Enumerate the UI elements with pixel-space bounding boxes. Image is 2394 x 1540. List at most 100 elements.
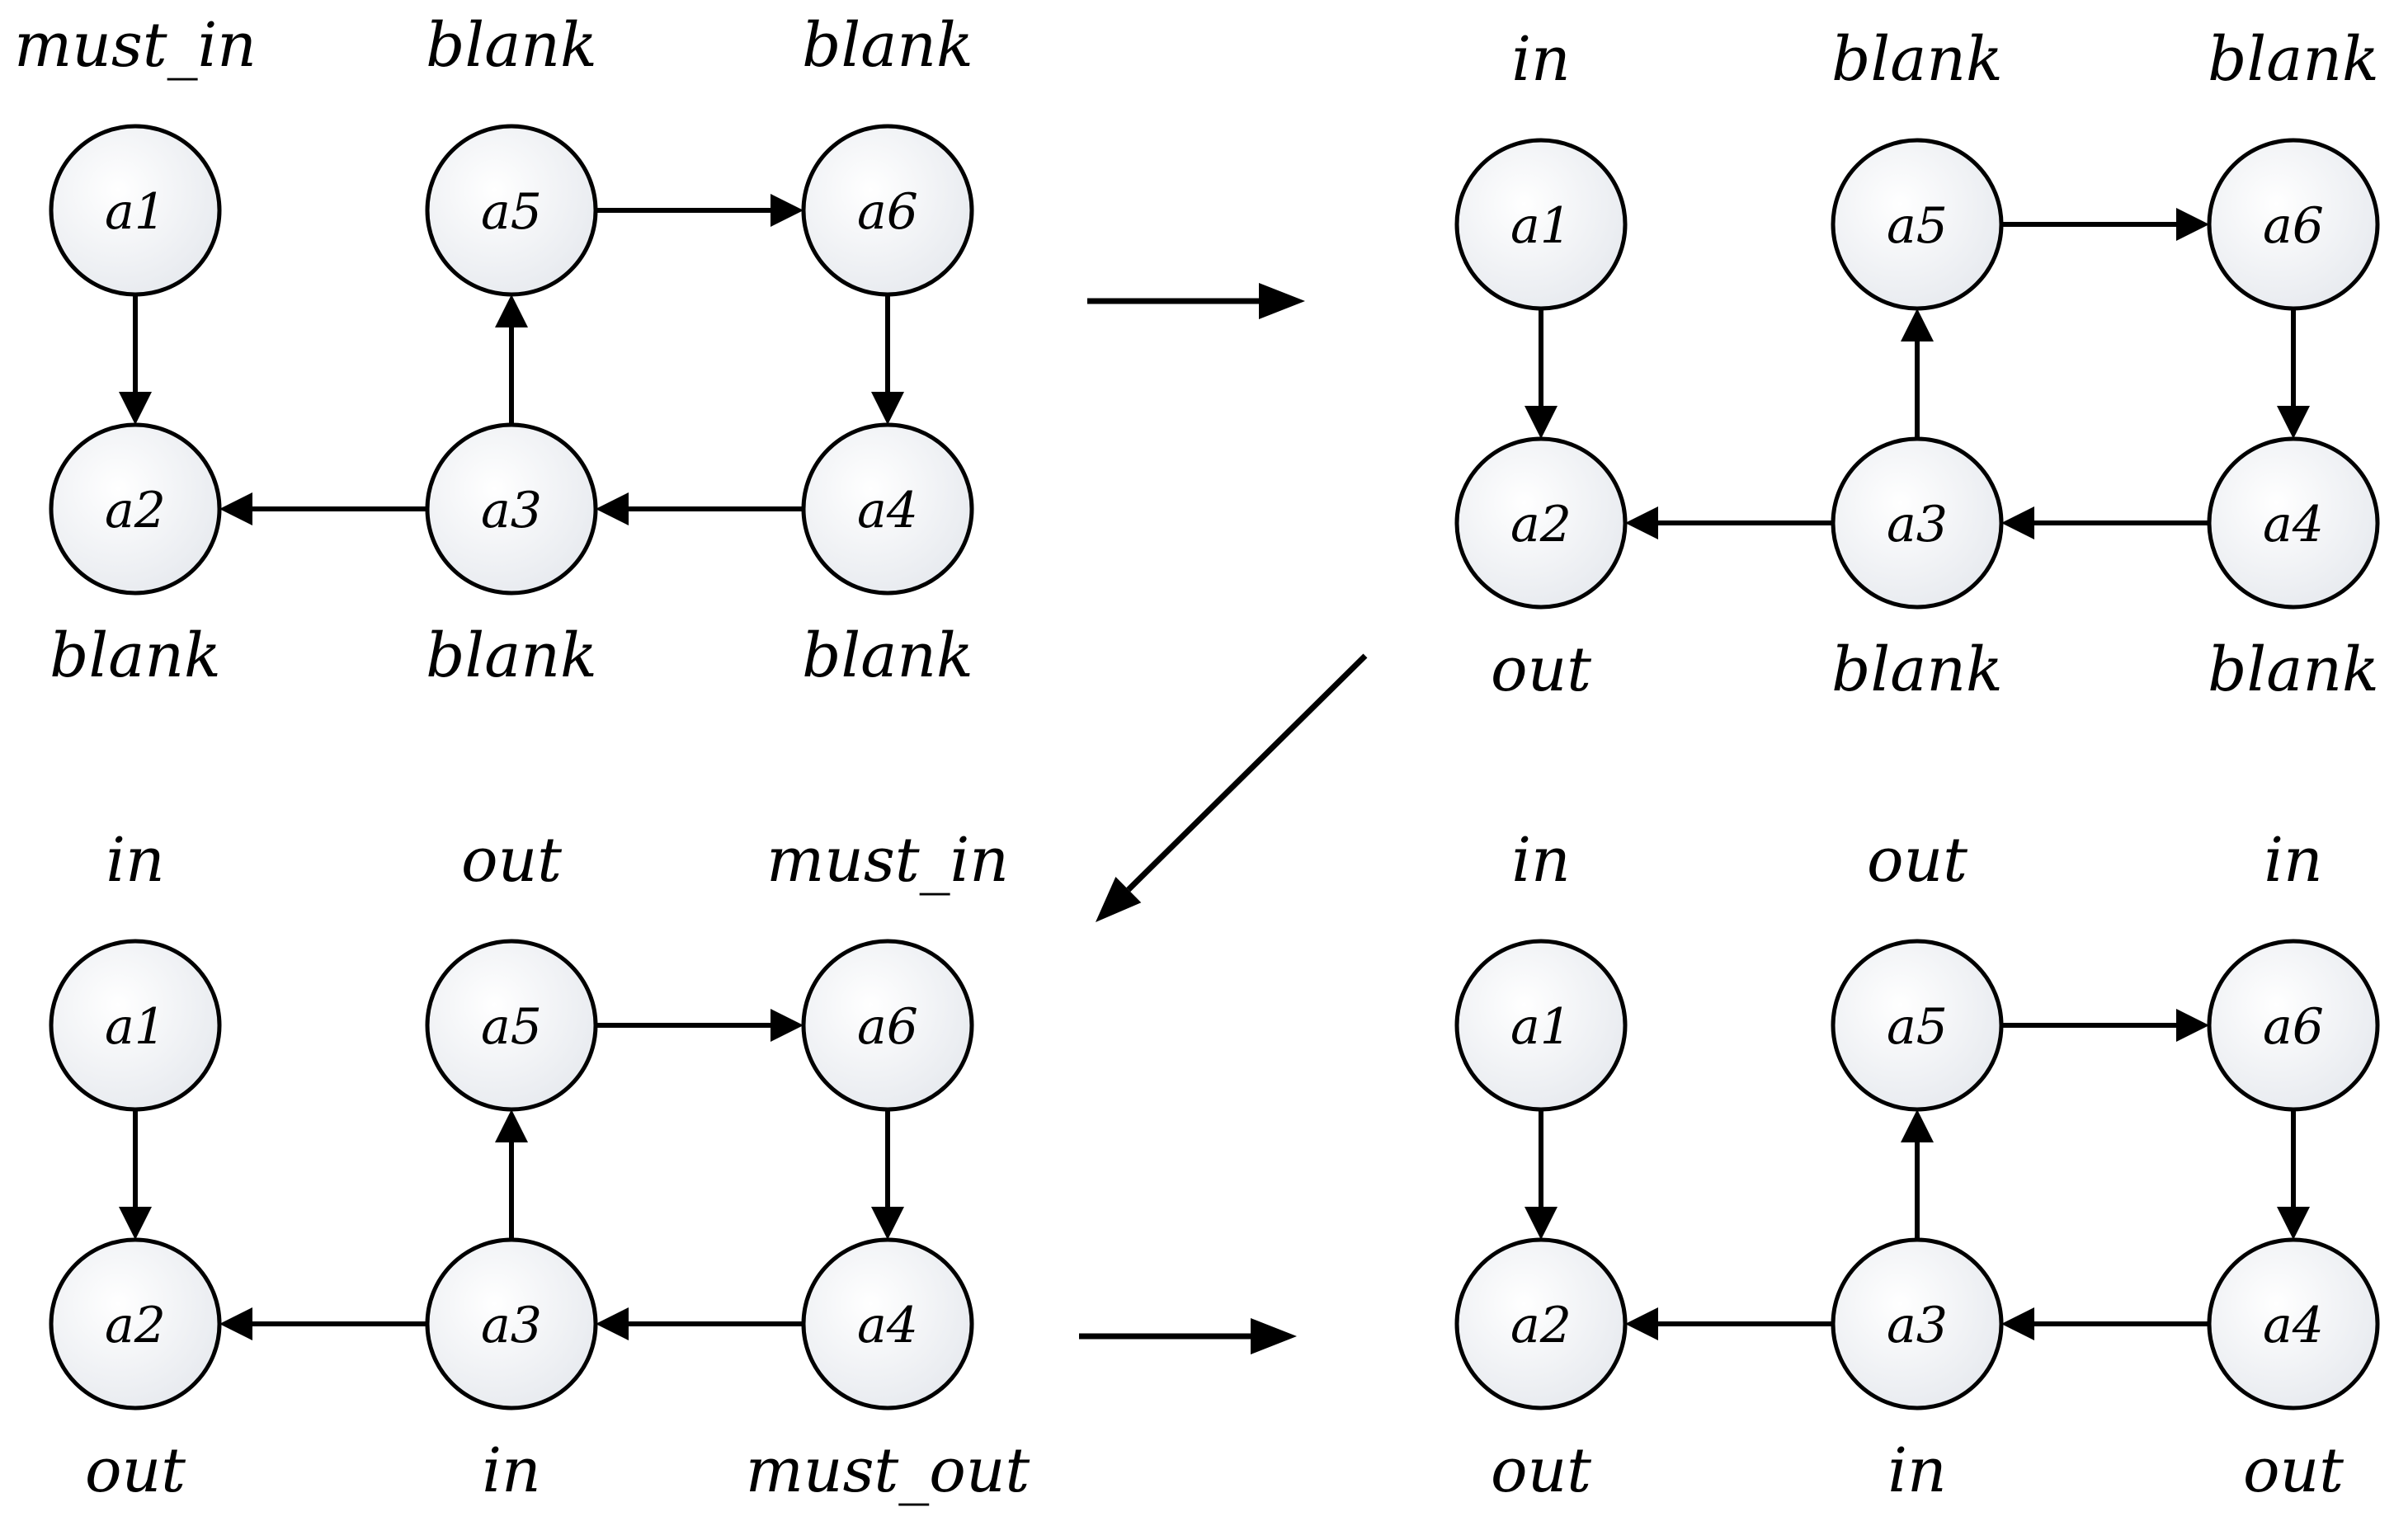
state-label-a2: blank — [49, 620, 221, 691]
state-label-a4: blank — [802, 620, 973, 691]
arrow-head — [871, 1207, 904, 1240]
node-a3: a3 — [425, 1237, 598, 1410]
node-circle — [1454, 939, 1628, 1112]
state-label-a3: in — [1887, 1435, 1946, 1506]
arrow-head — [2176, 208, 2209, 241]
node-circle — [1454, 1237, 1628, 1410]
arrow-head — [119, 392, 152, 425]
arrow-head — [119, 1207, 152, 1240]
node-label: a3 — [481, 482, 542, 539]
edge-a3-to-a2 — [219, 492, 427, 525]
edge-a5-to-a6 — [596, 194, 803, 227]
node-a6: a6 — [801, 124, 974, 297]
arrow-head — [596, 492, 629, 525]
state-label-a6: in — [2264, 825, 2322, 896]
node-label: a6 — [857, 183, 918, 241]
transition-arrow-top-right-to-bottom-left — [1096, 653, 1368, 922]
state-label-a1: must_in — [14, 10, 257, 81]
arrow-head — [771, 194, 803, 227]
node-a2: a2 — [49, 422, 222, 596]
transition-arrow-top-left-to-top-right — [1087, 283, 1305, 319]
edge-a5-to-a6 — [596, 1009, 803, 1042]
node-a6: a6 — [2207, 939, 2380, 1112]
state-label-a5: out — [461, 825, 562, 896]
arrow-head — [1625, 506, 1658, 539]
edges — [119, 194, 904, 525]
arrow-head — [771, 1009, 803, 1042]
node-circle — [425, 939, 598, 1112]
node-a3: a3 — [1831, 436, 2004, 610]
node-a3: a3 — [1831, 1237, 2004, 1410]
state-label-a1: in — [106, 825, 164, 896]
state-label-a3: blank — [1831, 634, 2003, 705]
edges — [1525, 1009, 2310, 1340]
node-label: a2 — [105, 482, 166, 539]
node-label: a4 — [2263, 1297, 2324, 1354]
arrow-head — [596, 1307, 629, 1340]
node-circle — [1831, 436, 2004, 610]
node-circle — [49, 939, 222, 1112]
state-label-a1: in — [1511, 24, 1570, 95]
node-a2: a2 — [1454, 436, 1628, 610]
node-label: a2 — [1510, 1297, 1572, 1354]
edge-a5-to-a6 — [2001, 208, 2209, 241]
node-a2: a2 — [1454, 1237, 1628, 1410]
node-a3: a3 — [425, 422, 598, 596]
arrow-head — [1251, 1318, 1297, 1354]
edge-a5-to-a6 — [2001, 1009, 2209, 1042]
edge-a6-to-a4 — [871, 294, 904, 425]
node-circle — [425, 124, 598, 297]
node-label: a4 — [2263, 496, 2324, 553]
state-label-a3: blank — [426, 620, 597, 691]
state-label-a4: blank — [2208, 634, 2379, 705]
state-label-a3: in — [482, 1435, 540, 1506]
node-a5: a5 — [1831, 939, 2004, 1112]
node-label: a5 — [481, 183, 542, 241]
arrow-head — [495, 294, 528, 327]
arrow-head — [1625, 1307, 1658, 1340]
edge-a3-to-a2 — [1625, 506, 1833, 539]
node-a2: a2 — [49, 1237, 222, 1410]
edge-a3-to-a2 — [219, 1307, 427, 1340]
arrow-head — [1525, 406, 1558, 439]
arrow-head — [2001, 1307, 2034, 1340]
node-circle — [425, 422, 598, 596]
node-label: a4 — [857, 1297, 918, 1354]
edges — [1525, 208, 2310, 539]
node-circle — [2207, 138, 2380, 311]
node-circle — [2207, 436, 2380, 610]
state-label-a1: in — [1511, 825, 1570, 896]
edge-a4-to-a3 — [596, 1307, 803, 1340]
node-a4: a4 — [2207, 436, 2380, 610]
state-label-a6: must_in — [766, 825, 1009, 896]
nodes: a1 a5 a6 a2 a3 a4 — [49, 939, 974, 1410]
node-circle — [1454, 436, 1628, 610]
node-circle — [2207, 939, 2380, 1112]
node-label: a6 — [857, 998, 918, 1056]
node-label: a5 — [1887, 197, 1948, 255]
node-a1: a1 — [49, 124, 222, 297]
edge-a6-to-a4 — [871, 1109, 904, 1240]
node-label: a1 — [105, 183, 166, 241]
node-label: a1 — [105, 998, 166, 1056]
node-label: a3 — [481, 1297, 542, 1354]
arrow-head — [1901, 1109, 1934, 1142]
node-a5: a5 — [425, 124, 598, 297]
node-label: a4 — [857, 482, 918, 539]
node-a6: a6 — [801, 939, 974, 1112]
node-label: a5 — [481, 998, 542, 1056]
node-label: a3 — [1887, 1297, 1948, 1354]
node-label: a3 — [1887, 496, 1948, 553]
node-circle — [801, 939, 974, 1112]
state-label-a2: out — [85, 1435, 186, 1506]
nodes: a1 a5 a6 a2 a3 a4 — [49, 124, 974, 596]
node-a5: a5 — [1831, 138, 2004, 311]
arrow-head — [219, 492, 252, 525]
